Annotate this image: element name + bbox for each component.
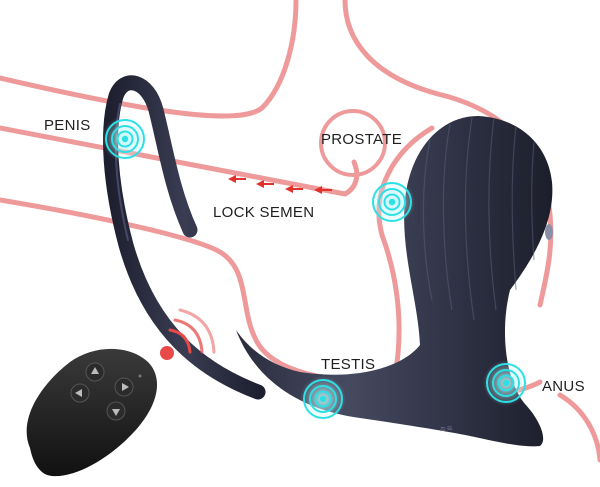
remote-left-arrow xyxy=(75,389,82,397)
cock-ring xyxy=(103,75,266,400)
remote-led xyxy=(138,374,142,378)
lock-semen-arrows xyxy=(228,175,332,194)
signal-wave xyxy=(173,318,204,354)
remote-up-arrow xyxy=(91,367,99,374)
remote-right-arrow xyxy=(122,383,129,391)
ring-highlight xyxy=(114,103,129,241)
left-arrow-icon xyxy=(285,185,303,193)
remote-control xyxy=(26,348,158,477)
buttock-outline xyxy=(557,392,600,463)
penis-lower-outline xyxy=(0,125,435,382)
prostate-plug: ≋≋ xyxy=(236,116,553,447)
plug-rib xyxy=(488,117,497,311)
anus-label: ANUS xyxy=(542,378,585,395)
plug-rib xyxy=(442,123,453,311)
signal-wave xyxy=(178,308,216,354)
wireless-signal-icon xyxy=(160,308,216,360)
plug-ribs xyxy=(422,117,535,321)
signal-wave xyxy=(168,328,192,354)
plug-logo-mark: ≋≋ xyxy=(439,424,453,434)
prostate-outline xyxy=(319,109,387,177)
plug-button xyxy=(545,224,553,240)
testis-vibration-icon xyxy=(299,375,347,423)
left-arrow-icon xyxy=(228,175,246,183)
anus-vibration-icon xyxy=(482,359,530,407)
lock-semen-label: LOCK SEMEN xyxy=(213,204,315,221)
penis-label: PENIS xyxy=(44,117,91,134)
left-arrow-icon xyxy=(314,186,332,194)
left-arrow-icon xyxy=(256,180,274,188)
remote-down-arrow xyxy=(112,409,120,416)
plug-rib xyxy=(531,141,535,261)
abdomen-outline xyxy=(0,0,299,119)
testis-label: TESTIS xyxy=(321,356,376,373)
plug-body xyxy=(236,116,553,447)
plug-rib xyxy=(464,117,475,321)
plug-rib xyxy=(422,139,433,301)
urethra-outline xyxy=(342,159,360,197)
penis-vibration-icon xyxy=(101,115,149,163)
plug-rib xyxy=(511,125,517,291)
signal-dot xyxy=(160,346,174,360)
prostate-vibration-icon xyxy=(368,178,416,226)
ring-loop xyxy=(103,75,266,400)
prostate-label: PROSTATE xyxy=(321,131,403,148)
